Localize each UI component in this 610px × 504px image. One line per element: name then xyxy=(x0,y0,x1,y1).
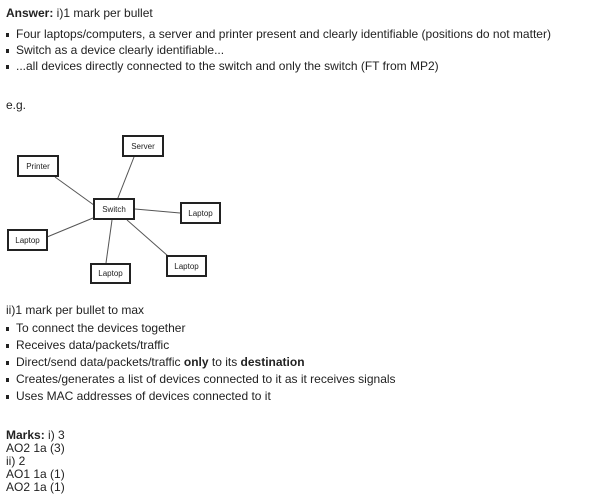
list-item: Creates/generates a list of devices conn… xyxy=(6,372,396,386)
marks-heading: Marks: i) 3 xyxy=(6,428,65,442)
bullet-icon xyxy=(6,326,9,331)
link-laptop-right xyxy=(134,208,181,214)
laptop-node-right: Laptop xyxy=(180,202,221,224)
example-label: e.g. xyxy=(6,98,27,112)
list-item: ...all devices directly connected to the… xyxy=(6,59,439,73)
list-item: Direct/send data/packets/traffic only to… xyxy=(6,355,305,369)
bullet-icon xyxy=(6,377,9,382)
answer-heading: Answer: i)1 mark per bullet xyxy=(6,6,153,20)
bullet-text: Four laptops/computers, a server and pri… xyxy=(16,27,551,41)
bullet-icon xyxy=(6,394,9,399)
bold-text: destination xyxy=(240,355,305,369)
laptop-node-bottom-right: Laptop xyxy=(166,255,207,277)
bullet-text: Switch as a device clearly identifiable.… xyxy=(16,43,225,57)
list-item: Four laptops/computers, a server and pri… xyxy=(6,27,551,41)
list-item: Receives data/packets/traffic xyxy=(6,338,169,352)
bullet-icon xyxy=(6,64,9,69)
marks-i: i) 3 xyxy=(44,428,65,442)
bold-text: only xyxy=(183,355,209,369)
network-diagram: Server Printer Switch Laptop Laptop Lapt… xyxy=(0,130,240,290)
list-item: Switch as a device clearly identifiable.… xyxy=(6,43,224,57)
link-printer xyxy=(54,176,99,209)
marks-i-ao: AO2 1a (3) xyxy=(6,441,65,455)
link-laptop-bottom-right xyxy=(126,219,169,257)
part2-heading: ii)1 mark per bullet to max xyxy=(6,303,145,317)
bullet-icon xyxy=(6,343,9,348)
marks-label: Marks: xyxy=(6,428,45,442)
bullet-text: ...all devices directly connected to the… xyxy=(16,59,439,73)
bullet-text: to its xyxy=(208,355,241,369)
answer-text: i)1 mark per bullet xyxy=(53,6,153,20)
answer-label: Answer: xyxy=(6,6,54,20)
marks-ii-ao2: AO2 1a (1) xyxy=(6,480,65,494)
laptop-node-left: Laptop xyxy=(7,229,48,251)
bullet-text: To connect the devices together xyxy=(16,321,186,335)
bullet-icon xyxy=(6,360,9,365)
link-laptop-bottom xyxy=(105,219,113,264)
printer-node: Printer xyxy=(17,155,59,177)
link-laptop-left xyxy=(46,217,94,238)
list-item: Uses MAC addresses of devices connected … xyxy=(6,389,271,403)
bullet-text: Direct/send data/packets/traffic xyxy=(16,355,184,369)
list-item: To connect the devices together xyxy=(6,321,185,335)
bullet-text: Uses MAC addresses of devices connected … xyxy=(16,389,271,403)
server-node: Server xyxy=(122,135,164,157)
marks-ii-ao1: AO1 1a (1) xyxy=(6,467,65,481)
switch-node: Switch xyxy=(93,198,135,220)
laptop-node-bottom: Laptop xyxy=(90,263,131,284)
marks-ii: ii) 2 xyxy=(6,454,26,468)
bullet-icon xyxy=(6,32,9,37)
bullet-text: Creates/generates a list of devices conn… xyxy=(16,372,396,386)
connection-lines xyxy=(46,156,181,264)
bullet-text: Receives data/packets/traffic xyxy=(16,338,170,352)
bullet-icon xyxy=(6,48,9,53)
